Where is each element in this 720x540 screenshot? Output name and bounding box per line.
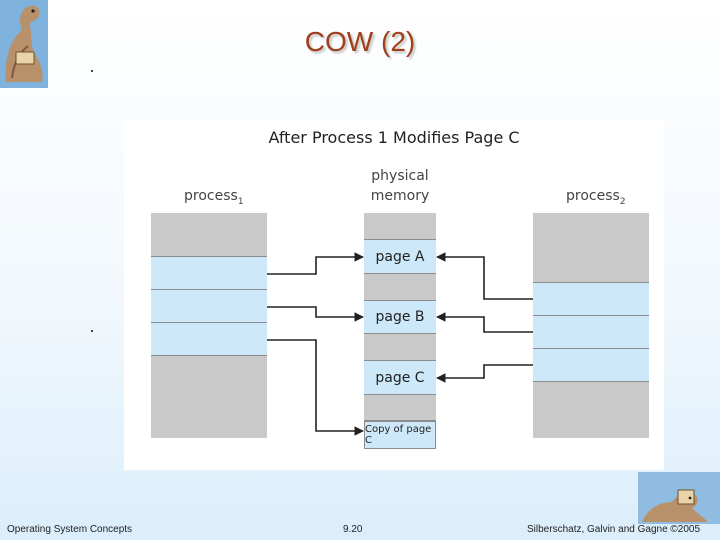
memory-free-frame bbox=[364, 334, 436, 361]
cow-diagram: After Process 1 Modifies Page C process1… bbox=[124, 120, 664, 470]
memory-free-frame bbox=[364, 395, 436, 421]
memory-free-frame bbox=[364, 213, 436, 240]
arrow-p1-to-copy-c bbox=[267, 339, 364, 436]
memory-page-c: page C bbox=[364, 361, 436, 395]
arrow-p1-to-page-b bbox=[267, 306, 364, 322]
process2-unused-block bbox=[533, 382, 649, 438]
dinosaur-logo-icon bbox=[638, 472, 720, 524]
process2-unused-block bbox=[533, 213, 649, 283]
process1-unused-block bbox=[151, 213, 267, 257]
process2-page-entry bbox=[533, 349, 649, 382]
slide-title: COW (2) bbox=[304, 26, 416, 57]
memory-page-a: page A bbox=[364, 240, 436, 274]
memory-copy-of-page-c: Copy of page C bbox=[364, 421, 436, 449]
process2-label: process2 bbox=[566, 188, 626, 207]
footer-slide-number: 9.20 bbox=[343, 524, 363, 535]
arrow-p1-to-page-a bbox=[267, 252, 364, 275]
footer-copyright: Silberschatz, Galvin and Gagne ©2005 bbox=[527, 524, 701, 535]
process1-unused-block bbox=[151, 356, 267, 438]
process1-page-entry bbox=[151, 257, 267, 290]
process1-label: process1 bbox=[184, 188, 244, 207]
dinosaur-logo-icon bbox=[0, 0, 48, 88]
memory-free-frame bbox=[364, 274, 436, 301]
arrow-p2-to-page-a bbox=[436, 252, 533, 300]
diagram-title: After Process 1 Modifies Page C bbox=[268, 128, 520, 147]
process1-page-entry bbox=[151, 323, 267, 356]
bullet-dot bbox=[91, 70, 93, 72]
bullet-dot bbox=[91, 330, 93, 332]
page-mapping-arrows bbox=[267, 252, 533, 436]
process2-page-entry bbox=[533, 283, 649, 316]
physical-memory-label: physical memory bbox=[370, 168, 430, 204]
memory-page-b: page B bbox=[364, 301, 436, 334]
footer-course-title: Operating System Concepts bbox=[7, 524, 133, 535]
arrow-p2-to-page-c bbox=[436, 364, 533, 383]
process2-page-entry bbox=[533, 316, 649, 349]
arrow-p2-to-page-b bbox=[436, 312, 533, 333]
process1-page-entry bbox=[151, 290, 267, 323]
